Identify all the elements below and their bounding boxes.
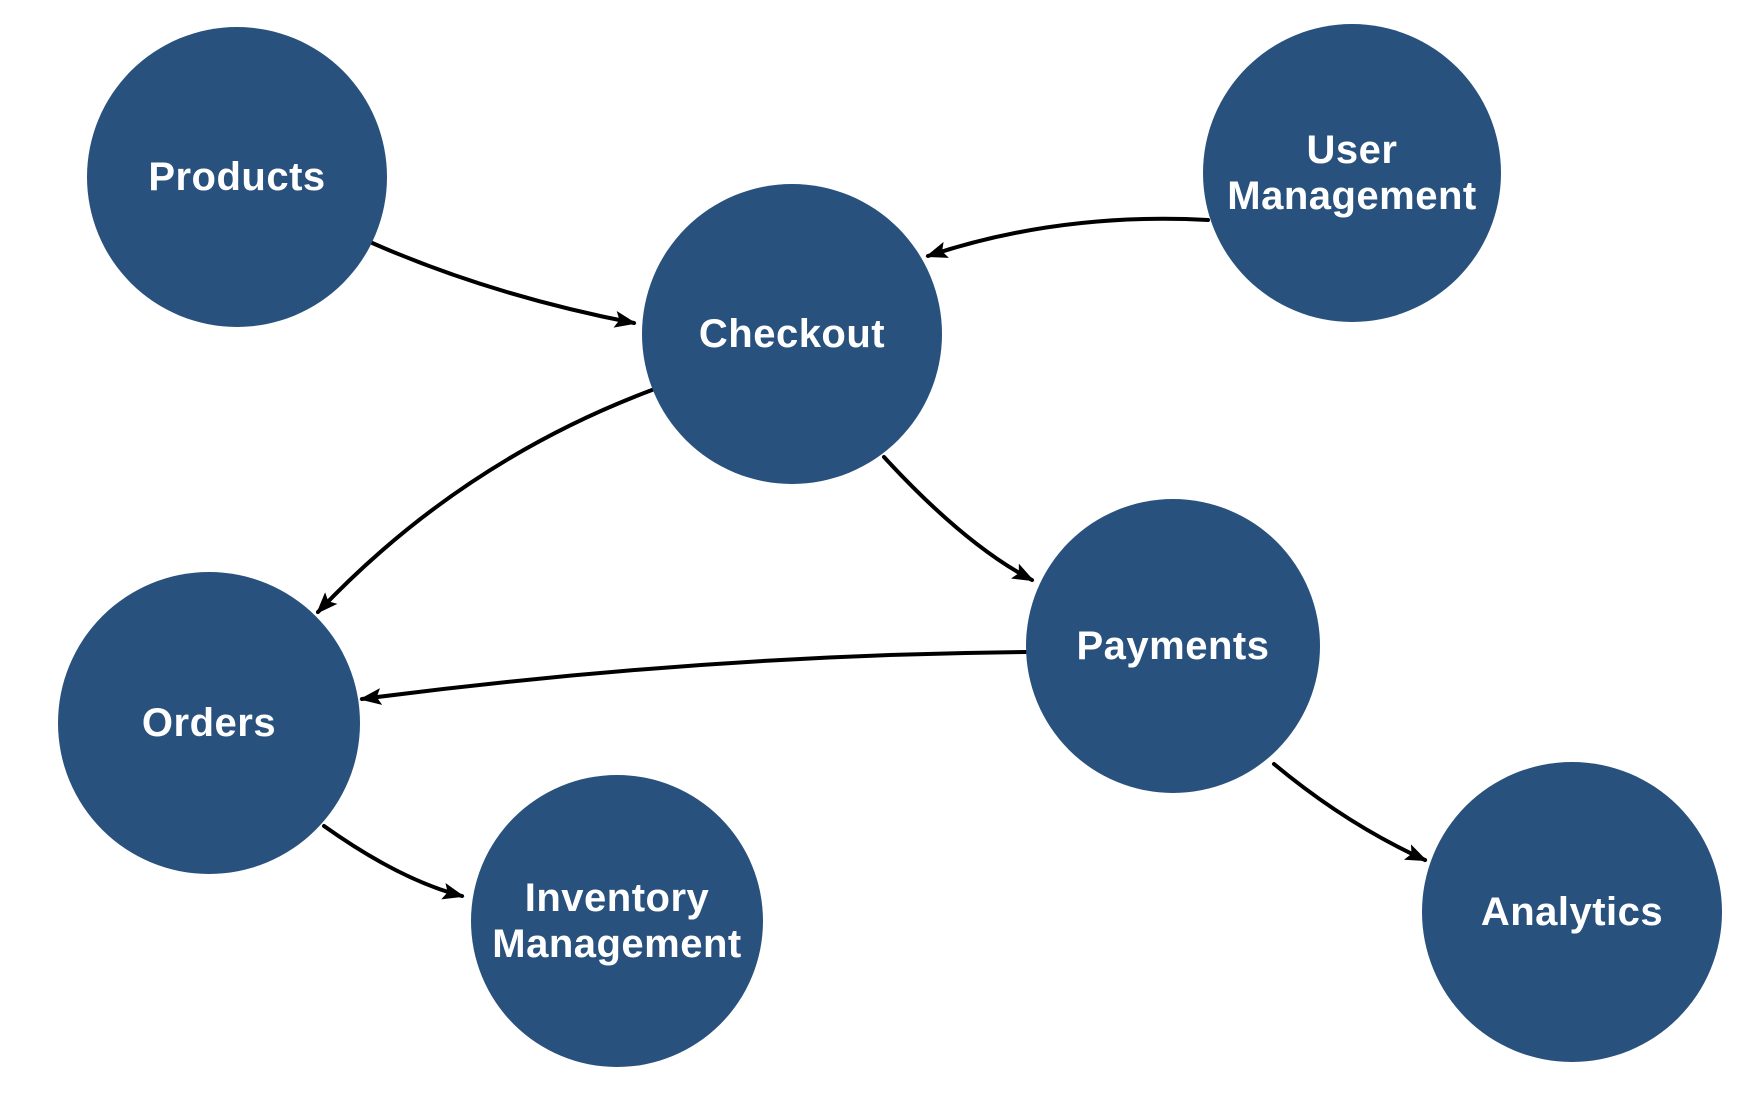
node-inventory-management[interactable]: Inventory Management (471, 775, 763, 1067)
node-user-management-label: User Management (1227, 128, 1477, 218)
node-products-label: Products (148, 155, 326, 199)
node-products[interactable]: Products (87, 27, 387, 327)
node-checkout-label: Checkout (698, 312, 886, 356)
node-orders-label: Orders (141, 701, 277, 745)
edge-user-management-to-checkout (925, 216, 1210, 258)
edge-payments-to-analytics (1272, 762, 1428, 862)
edge-checkout-to-orders (316, 388, 654, 614)
node-analytics-label: Analytics (1480, 890, 1664, 934)
node-orders[interactable]: Orders (58, 572, 360, 874)
edge-checkout-to-payments (882, 455, 1035, 582)
node-analytics[interactable]: Analytics (1422, 762, 1722, 1062)
node-inventory-management-label: Inventory Management (492, 876, 742, 966)
node-payments[interactable]: Payments (1026, 499, 1320, 793)
edge-products-to-checkout (368, 240, 637, 328)
edge-orders-to-inventory-management (322, 824, 465, 900)
node-user-management[interactable]: User Management (1203, 24, 1501, 322)
node-payments-label: Payments (1076, 624, 1270, 668)
node-checkout[interactable]: Checkout (642, 184, 942, 484)
edge-payments-to-orders (359, 650, 1028, 705)
